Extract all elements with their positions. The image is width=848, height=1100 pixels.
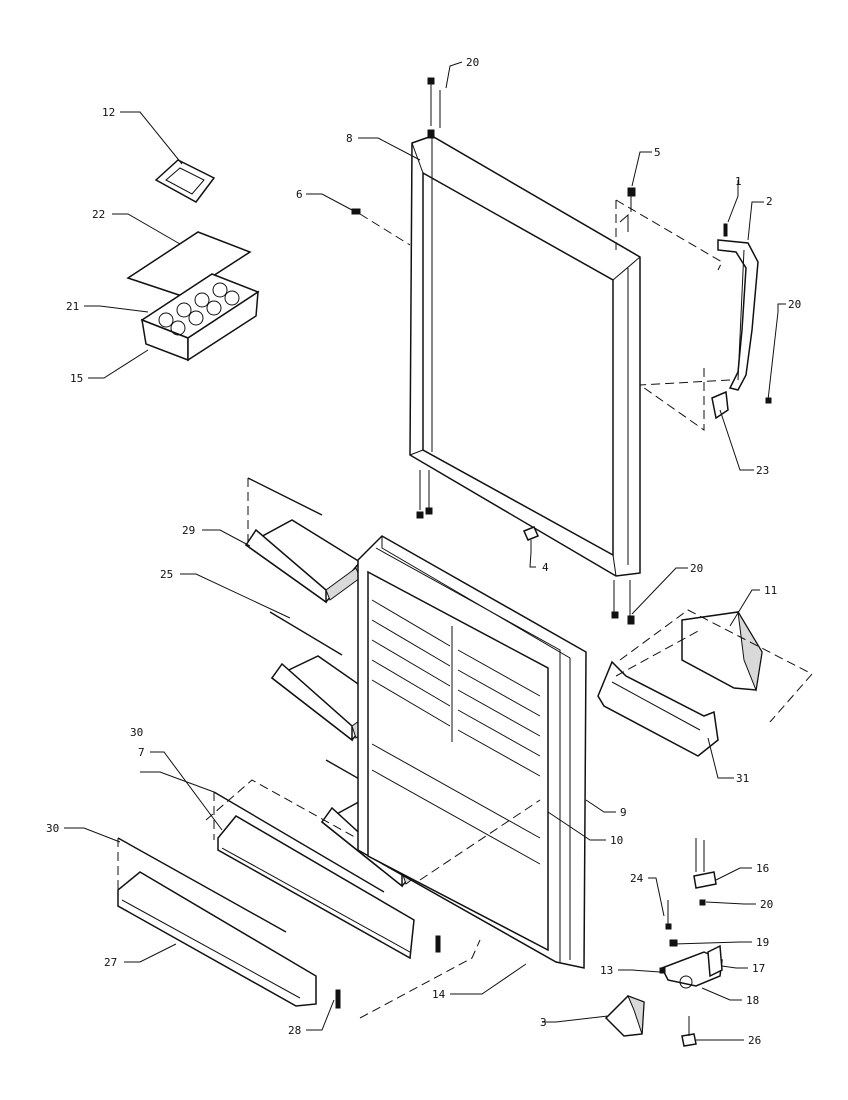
callout-10: 10 (610, 834, 623, 847)
callout-24: 24 (630, 872, 644, 885)
callout-20-hinge: 20 (760, 898, 773, 911)
callout-31: 31 (736, 772, 749, 785)
guide-dash-1 (205, 779, 361, 841)
callout-15: 15 (70, 372, 83, 385)
callout-labels: 1 2 3 4 5 6 7 8 9 10 11 12 13 14 15 16 1… (46, 56, 801, 1047)
callout-27: 27 (104, 956, 117, 969)
door-shelf-27 (117, 837, 341, 1009)
callout-3: 3 (540, 1016, 547, 1029)
callout-20-handle: 20 (788, 298, 801, 311)
callout-22: 22 (92, 208, 105, 221)
callout-26: 26 (748, 1034, 761, 1047)
bottom-hinge-assembly (604, 580, 723, 1047)
dairy-compartment (597, 609, 813, 757)
callout-12: 12 (102, 106, 115, 119)
callout-4: 4 (542, 561, 549, 574)
ice-tray-21 (140, 273, 260, 362)
ice-bin-12 (154, 159, 216, 203)
callout-20-bottom: 20 (690, 562, 703, 575)
callout-23: 23 (756, 464, 769, 477)
cover-22 (126, 231, 252, 297)
callout-30-lower: 30 (46, 822, 59, 835)
callout-18: 18 (746, 994, 759, 1007)
door-handle (639, 223, 779, 431)
leader-lines (64, 61, 786, 1041)
callout-21: 21 (66, 300, 79, 313)
callout-13: 13 (600, 964, 613, 977)
callout-28: 28 (288, 1024, 301, 1037)
callout-14: 14 (432, 988, 446, 1001)
screw-6 (351, 208, 411, 246)
callout-25: 25 (160, 568, 173, 581)
callout-16: 16 (756, 862, 769, 875)
callout-29: 29 (182, 524, 195, 537)
callout-19: 19 (756, 936, 769, 949)
door-shelf-7 (213, 791, 441, 960)
guide-dash-2 (359, 939, 481, 1019)
liner-dash (419, 799, 541, 881)
hinge-screw-5 (615, 187, 723, 271)
callout-1: 1 (735, 175, 742, 188)
callout-7: 7 (138, 746, 145, 759)
callout-8: 8 (346, 132, 353, 145)
liner-shelf-ribs (371, 599, 541, 865)
outer-door-panel (409, 77, 641, 577)
callout-20-top: 20 (466, 56, 479, 69)
inner-door-liner (357, 535, 587, 969)
callout-2: 2 (766, 195, 773, 208)
door-shelf-29 (244, 477, 362, 604)
callout-17: 17 (752, 962, 765, 975)
callout-9: 9 (620, 806, 627, 819)
callout-11: 11 (764, 584, 777, 597)
callout-5: 5 (654, 146, 661, 159)
callout-30-upper: 30 (130, 726, 143, 739)
callout-6: 6 (296, 188, 303, 201)
